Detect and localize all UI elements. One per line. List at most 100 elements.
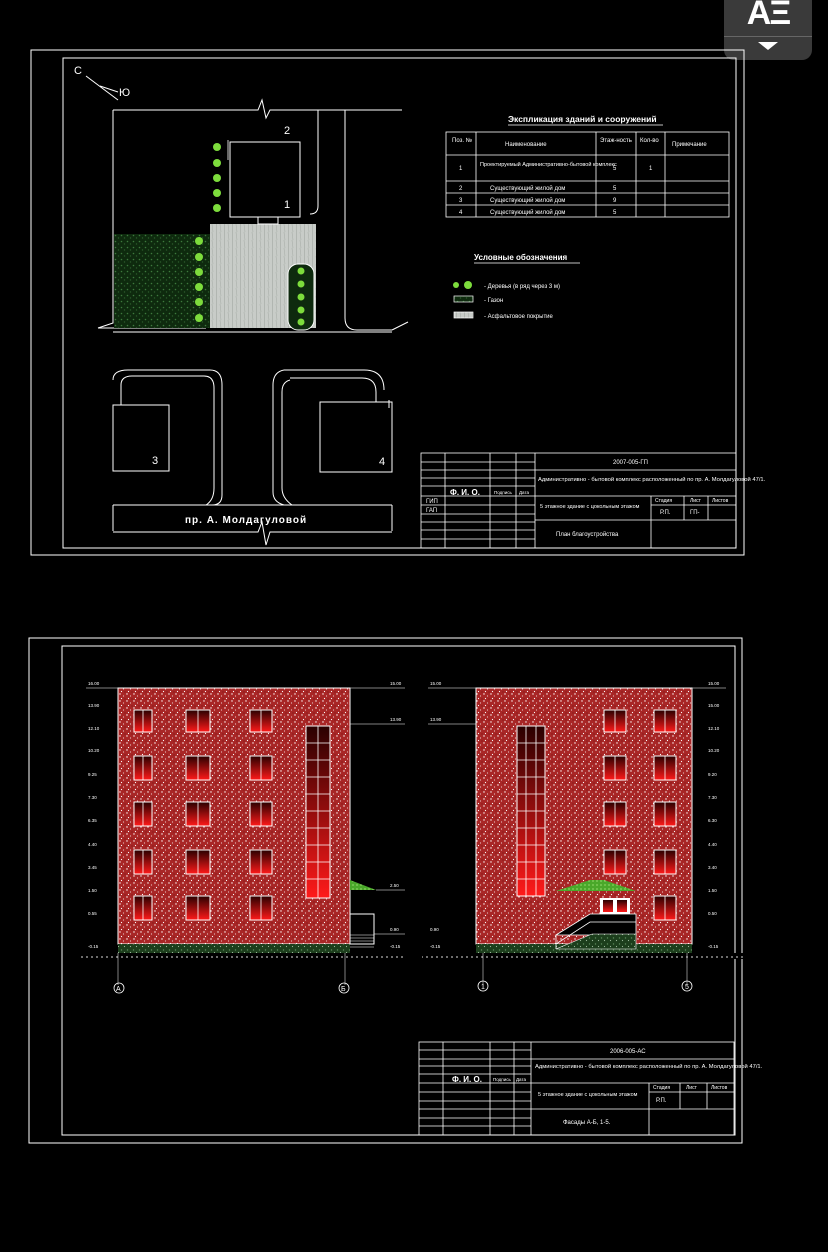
svg-text:1: 1 xyxy=(459,166,463,172)
svg-text:5: 5 xyxy=(613,186,617,192)
svg-text:4.40: 4.40 xyxy=(88,842,97,847)
svg-text:12.10: 12.10 xyxy=(708,726,720,731)
svg-text:15.00: 15.00 xyxy=(390,681,402,686)
svg-text:1: 1 xyxy=(284,199,290,211)
svg-text:Административно - бытовой комп: Административно - бытовой комплекс распо… xyxy=(538,476,766,483)
svg-text:7.30: 7.30 xyxy=(708,795,717,800)
svg-text:2: 2 xyxy=(284,125,290,137)
svg-text:5 этажное здание с цокольным э: 5 этажное здание с цокольным этажом xyxy=(540,504,640,510)
svg-text:9.20: 9.20 xyxy=(708,772,717,777)
svg-text:Административно - бытовой комп: Административно - бытовой комплекс распо… xyxy=(535,1063,763,1070)
svg-text:16.00: 16.00 xyxy=(88,681,100,686)
svg-text:- Асфальтовое покрытие: - Асфальтовое покрытие xyxy=(484,314,554,320)
svg-text:5: 5 xyxy=(685,984,689,991)
svg-text:0.90: 0.90 xyxy=(390,927,399,932)
svg-text:Б: Б xyxy=(341,986,346,993)
svg-text:1.50: 1.50 xyxy=(88,888,97,893)
svg-text:-0.15: -0.15 xyxy=(88,944,99,949)
svg-text:1: 1 xyxy=(649,166,653,172)
svg-text:Этаж-ность: Этаж-ность xyxy=(600,138,632,144)
svg-text:1: 1 xyxy=(481,984,485,991)
svg-text:13.90: 13.90 xyxy=(430,717,442,722)
facade-1-5: 15.00 13.90 0.90 -0.15 15.00 15.00 12.10… xyxy=(422,681,746,992)
svg-text:Лист: Лист xyxy=(690,498,702,504)
svg-text:Ф. И. О.: Ф. И. О. xyxy=(450,488,480,497)
svg-text:Ю: Ю xyxy=(119,87,130,99)
svg-text:12.10: 12.10 xyxy=(88,726,100,731)
svg-text:2006-005-АС: 2006-005-АС xyxy=(610,1049,646,1055)
lawn-icon xyxy=(453,295,474,303)
svg-text:А: А xyxy=(116,986,121,993)
svg-text:Стадия: Стадия xyxy=(653,1085,670,1091)
lawn-area xyxy=(114,234,210,328)
svg-text:13.90: 13.90 xyxy=(390,717,402,722)
svg-text:2: 2 xyxy=(459,186,463,192)
svg-text:Стадия: Стадия xyxy=(655,498,672,504)
svg-text:С: С xyxy=(74,65,82,77)
svg-text:10.20: 10.20 xyxy=(88,748,100,753)
legend: - Деревья (в ряд через 3 м) - Газон - Ас… xyxy=(453,281,560,320)
svg-text:2007-005-ГП: 2007-005-ГП xyxy=(613,460,648,466)
svg-text:4: 4 xyxy=(459,210,463,216)
explication-table xyxy=(445,131,730,218)
svg-text:ГП-: ГП- xyxy=(690,510,700,516)
svg-text:Существующий жилой дом: Существующий жилой дом xyxy=(490,197,565,204)
expl-title: Экспликация зданий и сооружений xyxy=(508,114,657,124)
svg-text:0.55: 0.55 xyxy=(88,911,97,916)
building-4 xyxy=(319,401,393,473)
entrance-canopy xyxy=(556,880,636,891)
compass-icon: С Ю xyxy=(74,65,130,101)
sheet-inner-frame xyxy=(61,645,736,1136)
svg-text:4: 4 xyxy=(379,456,385,468)
svg-text:ГАП: ГАП xyxy=(426,508,437,514)
building-3 xyxy=(112,404,170,472)
svg-text:Дата: Дата xyxy=(519,490,529,495)
svg-text:10.20: 10.20 xyxy=(708,748,720,753)
svg-text:4.40: 4.40 xyxy=(708,842,717,847)
svg-text:Существующий жилой дом: Существующий жилой дом xyxy=(490,185,565,192)
svg-text:- Деревья (в ряд через 3 м): - Деревья (в ряд через 3 м) xyxy=(484,284,560,290)
svg-text:-0.15: -0.15 xyxy=(430,944,441,949)
svg-text:2.50: 2.50 xyxy=(390,883,399,888)
reader-mode-icon: AΞ xyxy=(746,0,791,32)
street-name: пр. А. Молдагуловой xyxy=(185,515,307,526)
svg-text:Подпись: Подпись xyxy=(494,490,512,495)
svg-text:5: 5 xyxy=(613,210,617,216)
axis-marker: А Б xyxy=(113,982,350,994)
svg-text:Дата: Дата xyxy=(516,1077,526,1082)
svg-text:Листов: Листов xyxy=(712,498,729,504)
svg-text:15.00: 15.00 xyxy=(430,681,442,686)
svg-text:План благоустройства: План благоустройства xyxy=(556,531,619,538)
level-marks: 16.00 13.90 12.10 10.20 9.25 7.30 6.35 4… xyxy=(88,681,402,949)
facade-a-b: 16.00 13.90 12.10 10.20 9.25 7.30 6.35 4… xyxy=(80,681,406,994)
svg-text:5 этажное здание с цокольным э: 5 этажное здание с цокольным этажом xyxy=(538,1092,638,1098)
svg-text:1.50: 1.50 xyxy=(708,888,717,893)
svg-text:5: 5 xyxy=(613,166,617,172)
svg-text:-0.15: -0.15 xyxy=(390,944,401,949)
svg-text:Проектируемый Административно-: Проектируемый Административно-бытовой ко… xyxy=(480,161,617,168)
svg-text:6.30: 6.30 xyxy=(708,818,717,823)
svg-text:13.90: 13.90 xyxy=(88,703,100,708)
svg-text:Примечание: Примечание xyxy=(672,142,707,148)
svg-text:0.90: 0.90 xyxy=(430,927,439,932)
svg-text:Р.П.: Р.П. xyxy=(656,1098,667,1104)
svg-text:7.30: 7.30 xyxy=(88,795,97,800)
tree-icon xyxy=(453,282,459,288)
svg-text:3.45: 3.45 xyxy=(88,865,97,870)
chevron-down-icon[interactable] xyxy=(758,42,778,50)
legend-title: Условные обозначения xyxy=(474,253,568,262)
svg-text:15.00: 15.00 xyxy=(708,681,720,686)
svg-text:0.50: 0.50 xyxy=(708,911,717,916)
svg-text:3: 3 xyxy=(152,455,158,467)
svg-text:ГИП: ГИП xyxy=(426,499,438,505)
svg-text:- Газон: - Газон xyxy=(484,298,503,304)
site-plan-sheet: С Ю 1 2 3 4 пр. А. Молдагуловой Эксплика… xyxy=(30,49,766,556)
svg-text:Существующий жилой дом: Существующий жилой дом xyxy=(490,209,565,216)
svg-text:Р.П.: Р.П. xyxy=(660,510,671,516)
svg-text:3: 3 xyxy=(459,198,463,204)
facade-sheet: 16.00 13.90 12.10 10.20 9.25 7.30 6.35 4… xyxy=(28,637,763,1144)
building-1 xyxy=(229,141,301,218)
svg-text:Кол-во: Кол-во xyxy=(640,138,659,144)
svg-text:Фасады А-Б, 1-5.: Фасады А-Б, 1-5. xyxy=(563,1120,611,1126)
title-block xyxy=(418,1041,735,1136)
